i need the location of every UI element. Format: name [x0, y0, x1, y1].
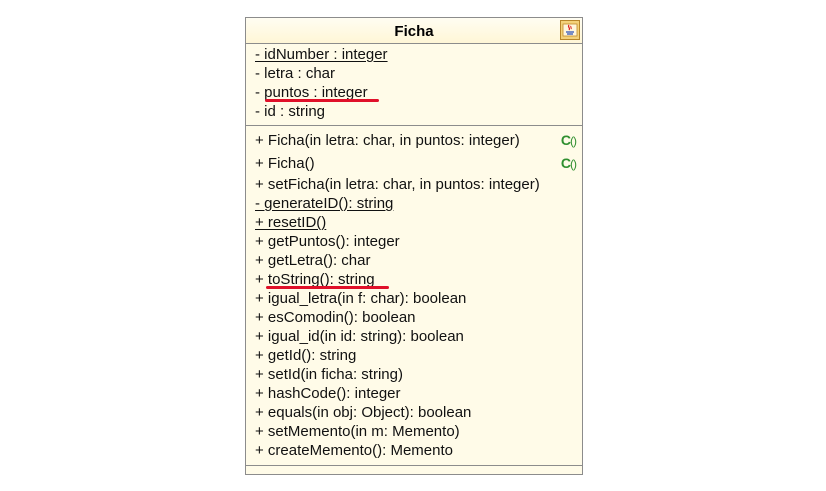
operation-text: + equals(in obj: Object): boolean: [255, 404, 472, 421]
attributes-compartment: - idNumber : integer - letra : char - pu…: [246, 44, 582, 126]
operation-row[interactable]: + setMemento(in m: Memento): [246, 422, 582, 441]
constructor-badge-icon: C(): [560, 155, 577, 171]
highlight-underline: [266, 286, 389, 289]
operation-row[interactable]: + igual_id(in id: string): boolean: [246, 327, 582, 346]
class-header: Ficha: [246, 18, 582, 44]
operation-row[interactable]: + setFicha(in letra: char, in puntos: in…: [246, 175, 582, 194]
operation-row[interactable]: + createMemento(): Memento: [246, 441, 582, 460]
attribute-row[interactable]: - idNumber : integer: [246, 45, 582, 64]
operation-row[interactable]: + Ficha(in letra: char, in puntos: integ…: [246, 129, 582, 152]
operation-row[interactable]: + getLetra(): char: [246, 251, 582, 270]
operation-text: - generateID(): string: [255, 195, 394, 212]
attribute-text: - idNumber : integer: [255, 46, 388, 63]
empty-compartment: [246, 466, 582, 474]
operations-compartment: + Ficha(in letra: char, in puntos: integ…: [246, 126, 582, 466]
attribute-row[interactable]: - letra : char: [246, 64, 582, 83]
uml-class-ficha[interactable]: Ficha - idNumber : integer - letra : cha…: [245, 17, 583, 475]
operation-text: + hashCode(): integer: [255, 385, 401, 402]
class-name: Ficha: [394, 23, 434, 40]
operation-row[interactable]: + equals(in obj: Object): boolean: [246, 403, 582, 422]
operation-text: + igual_letra(in f: char): boolean: [255, 290, 467, 307]
operation-row[interactable]: + hashCode(): integer: [246, 384, 582, 403]
operation-text: + Ficha(in letra: char, in puntos: integ…: [255, 132, 520, 149]
operation-text: + Ficha(): [255, 155, 315, 172]
operation-row[interactable]: + getId(): string: [246, 346, 582, 365]
attribute-text: - letra : char: [255, 65, 336, 82]
operation-row[interactable]: - generateID(): string: [246, 194, 582, 213]
operation-text: + setFicha(in letra: char, in puntos: in…: [255, 176, 540, 193]
operation-row[interactable]: + esComodin(): boolean: [246, 308, 582, 327]
attribute-row[interactable]: - puntos : integer: [246, 83, 582, 102]
constructor-badge-icon: C(): [560, 132, 577, 148]
attribute-row[interactable]: - id : string: [246, 102, 582, 121]
operation-text: + igual_id(in id: string): boolean: [255, 328, 464, 345]
operation-row[interactable]: + Ficha() C(): [246, 152, 582, 175]
operation-text: + getPuntos(): integer: [255, 233, 400, 250]
operation-text: + createMemento(): Memento: [255, 442, 453, 459]
operation-text: + getLetra(): char: [255, 252, 371, 269]
attribute-text: - puntos : integer: [255, 84, 368, 101]
attribute-text: - id : string: [255, 103, 326, 120]
operation-row[interactable]: + igual_letra(in f: char): boolean: [246, 289, 582, 308]
operation-text: + setMemento(in m: Memento): [255, 423, 460, 440]
operation-text: + esComodin(): boolean: [255, 309, 416, 326]
java-class-icon: [560, 20, 580, 40]
operation-text: + getId(): string: [255, 347, 357, 364]
operation-row[interactable]: + getPuntos(): integer: [246, 232, 582, 251]
operation-text: + toString(): string: [255, 271, 375, 288]
operation-row[interactable]: + setId(in ficha: string): [246, 365, 582, 384]
operation-row[interactable]: + toString(): string: [246, 270, 582, 289]
operation-text: + resetID(): [255, 214, 327, 231]
operation-text: + setId(in ficha: string): [255, 366, 403, 383]
operation-row[interactable]: + resetID(): [246, 213, 582, 232]
highlight-underline: [265, 99, 379, 102]
